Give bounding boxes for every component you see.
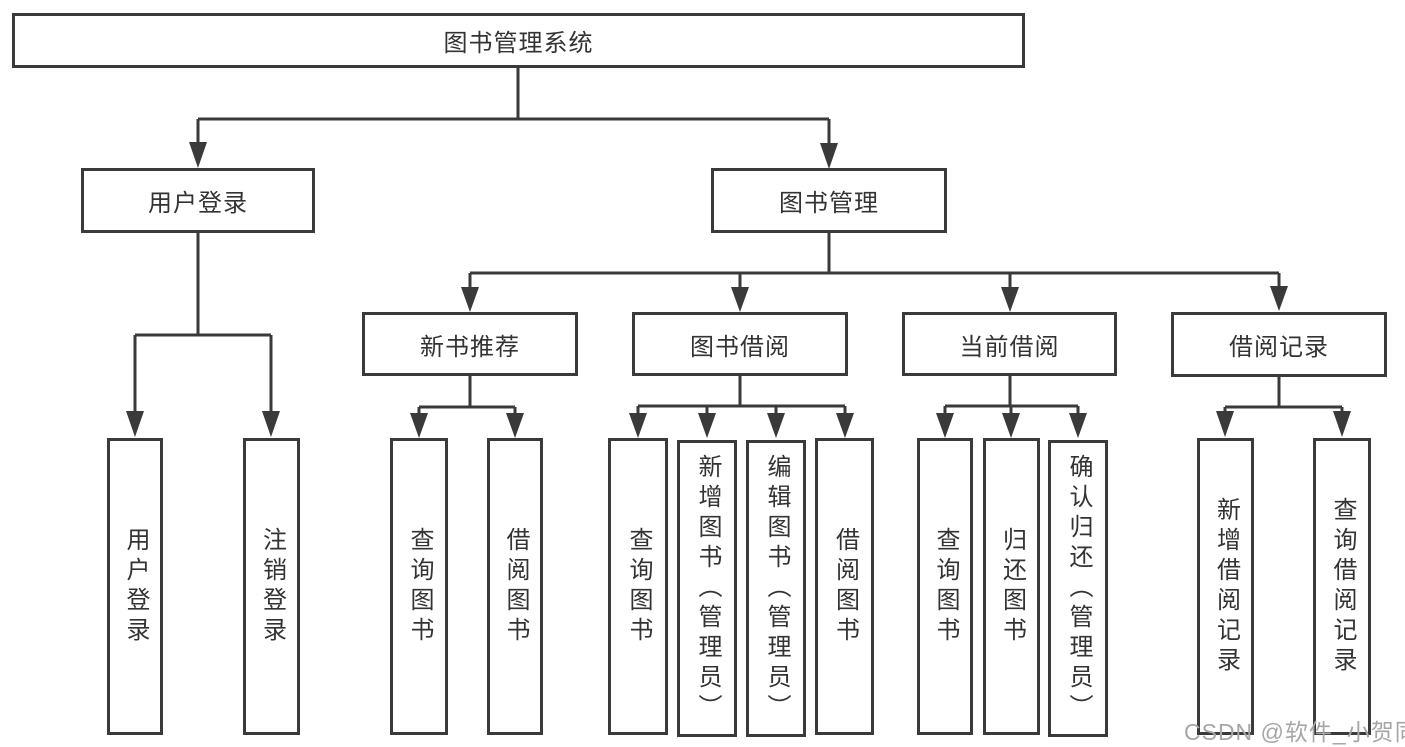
leaf-bb-edit-book-admin-label: 编辑图书（管理员） bbox=[763, 453, 790, 724]
leaf-bb-add-book-admin: 新增图书（管理员） bbox=[677, 440, 737, 737]
node-borrow-records-label: 借阅记录 bbox=[1229, 334, 1329, 361]
leaf-logout: 注销登录 bbox=[243, 438, 300, 735]
leaf-bb-borrow-book-label: 借阅图书 bbox=[831, 526, 859, 647]
leaf-rec-query-book-label: 查询图书 bbox=[406, 526, 433, 647]
leaf-bb-query-book-label: 查询图书 bbox=[625, 526, 652, 647]
node-root-label: 图书管理系统 bbox=[443, 30, 594, 57]
node-user-login: 用户登录 bbox=[81, 168, 315, 233]
node-book-borrow-label: 图书借阅 bbox=[690, 333, 790, 361]
watermark: CSDN @软件_小贺同学 bbox=[1184, 719, 1405, 745]
node-new-book-recommend: 新书推荐 bbox=[362, 312, 578, 376]
leaf-bb-borrow-book: 借阅图书 bbox=[815, 438, 874, 735]
leaf-logout-label: 注销登录 bbox=[258, 526, 286, 647]
leaf-rec-borrow-book-label: 借阅图书 bbox=[502, 526, 529, 647]
node-current-borrow: 当前借阅 bbox=[902, 312, 1117, 376]
leaf-rec-query-book: 查询图书 bbox=[390, 438, 448, 735]
leaf-bb-edit-book-admin: 编辑图书（管理员） bbox=[746, 440, 806, 737]
leaf-bb-add-book-admin-label: 新增图书（管理员） bbox=[694, 453, 721, 724]
node-book-management: 图书管理 bbox=[711, 168, 947, 233]
leaf-user-login: 用户登录 bbox=[107, 438, 163, 735]
leaf-br-query-record-label: 查询借阅记录 bbox=[1329, 496, 1356, 677]
node-borrow-records: 借阅记录 bbox=[1171, 312, 1387, 377]
node-new-book-recommend-label: 新书推荐 bbox=[420, 333, 520, 361]
leaf-cb-confirm-return-admin-label: 确认归还（管理员） bbox=[1065, 453, 1092, 724]
leaf-cb-query-book: 查询图书 bbox=[917, 438, 973, 735]
leaf-cb-return-book-label: 归还图书 bbox=[998, 526, 1026, 647]
leaf-user-login-label: 用户登录 bbox=[122, 526, 149, 647]
node-user-login-label: 用户登录 bbox=[148, 190, 248, 217]
node-book-management-label: 图书管理 bbox=[779, 190, 879, 217]
node-root: 图书管理系统 bbox=[12, 13, 1025, 68]
node-current-borrow-label: 当前借阅 bbox=[959, 333, 1060, 361]
arrowheads bbox=[126, 142, 1351, 438]
leaf-br-add-record-label: 新增借阅记录 bbox=[1212, 496, 1240, 677]
leaf-cb-query-book-label: 查询图书 bbox=[932, 526, 959, 647]
leaf-rec-borrow-book: 借阅图书 bbox=[487, 438, 543, 735]
leaf-br-add-record: 新增借阅记录 bbox=[1197, 438, 1254, 735]
leaf-bb-query-book: 查询图书 bbox=[608, 438, 668, 735]
node-book-borrow: 图书借阅 bbox=[632, 312, 848, 376]
leaf-cb-return-book: 归还图书 bbox=[983, 438, 1040, 735]
leaf-br-query-record: 查询借阅记录 bbox=[1313, 438, 1371, 735]
leaf-cb-confirm-return-admin: 确认归还（管理员） bbox=[1048, 440, 1108, 737]
